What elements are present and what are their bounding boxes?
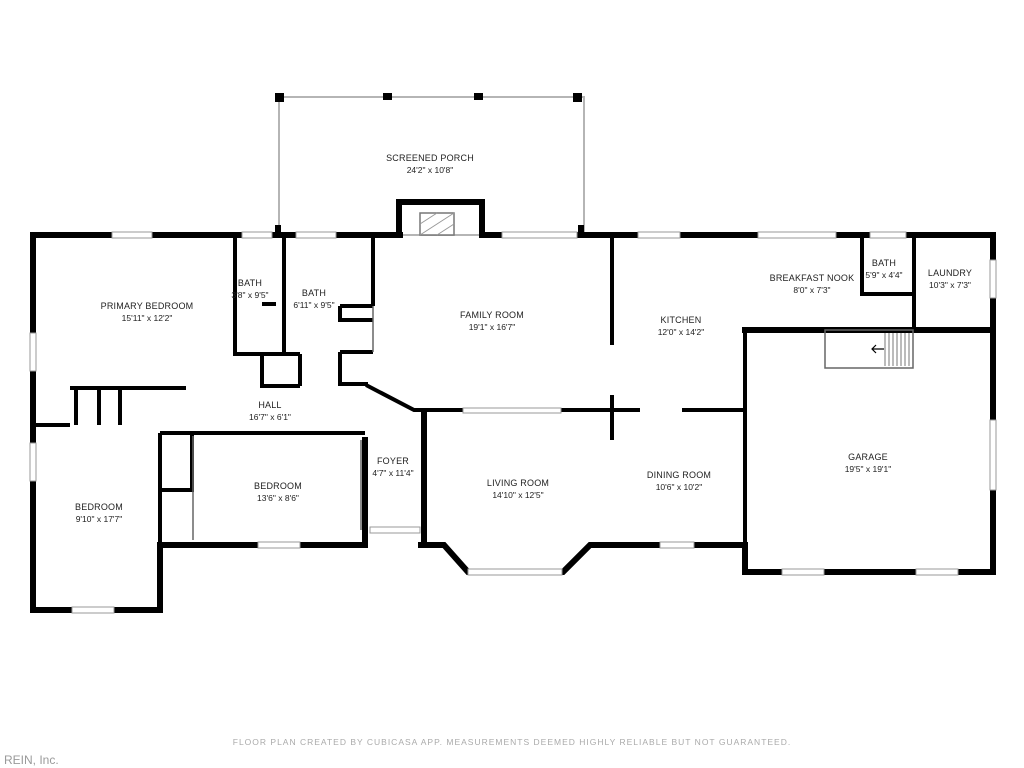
footer-disclaimer: FLOOR PLAN CREATED BY CUBICASA APP. MEAS… <box>232 737 792 747</box>
dims-living-room: 14'10" x 12'5" <box>492 490 543 500</box>
dims-screened-porch: 24'2" x 10'8" <box>407 165 454 175</box>
dims-dining-room: 10'6" x 10'2" <box>656 482 703 492</box>
room-labels: SCREENED PORCH 24'2" x 10'8" PRIMARY BED… <box>75 153 972 524</box>
dims-bath-3: 5'9" x 4'4" <box>865 270 902 280</box>
dims-breakfast-nook: 8'0" x 7'3" <box>793 285 830 295</box>
dims-garage: 19'5" x 19'1" <box>845 464 892 474</box>
label-foyer: FOYER <box>377 456 409 466</box>
thin-walls <box>192 306 914 540</box>
porch-posts <box>275 93 584 237</box>
dims-bedroom-2: 9'10" x 17'7" <box>76 514 123 524</box>
label-laundry: LAUNDRY <box>928 268 972 278</box>
garage-steps <box>871 333 910 366</box>
label-bath-2: BATH <box>302 288 326 298</box>
interior-walls <box>33 235 993 545</box>
credit-text: REIN, Inc. <box>4 753 59 767</box>
dims-bedroom-1: 13'6" x 8'6" <box>257 493 299 503</box>
label-bath-1: BATH <box>238 278 262 288</box>
dims-bath-1: 3'8" x 9'5" <box>231 290 268 300</box>
dims-hall: 16'7" x 6'1" <box>249 412 291 422</box>
fireplace <box>396 199 485 236</box>
dims-family-room: 19'1" x 16'7" <box>469 322 516 332</box>
label-dining-room: DINING ROOM <box>647 470 711 480</box>
label-bath-3: BATH <box>872 258 896 268</box>
label-bedroom-1: BEDROOM <box>254 481 302 491</box>
label-screened-porch: SCREENED PORCH <box>386 153 474 163</box>
label-family-room: FAMILY ROOM <box>460 310 524 320</box>
dims-primary-bedroom: 15'11" x 12'2" <box>122 313 173 323</box>
label-garage: GARAGE <box>848 452 888 462</box>
label-primary-bedroom: PRIMARY BEDROOM <box>101 301 194 311</box>
label-hall: HALL <box>258 400 281 410</box>
dims-foyer: 4'7" x 11'4" <box>372 468 413 478</box>
dims-kitchen: 12'0" x 14'2" <box>658 327 705 337</box>
label-bedroom-2: BEDROOM <box>75 502 123 512</box>
label-living-room: LIVING ROOM <box>487 478 549 488</box>
label-kitchen: KITCHEN <box>661 315 702 325</box>
dims-bath-2: 6'11" x 9'5" <box>293 300 334 310</box>
exterior-walls <box>30 232 996 613</box>
label-breakfast-nook: BREAKFAST NOOK <box>770 273 855 283</box>
windows <box>29 231 997 614</box>
dims-laundry: 10'3" x 7'3" <box>929 280 971 290</box>
